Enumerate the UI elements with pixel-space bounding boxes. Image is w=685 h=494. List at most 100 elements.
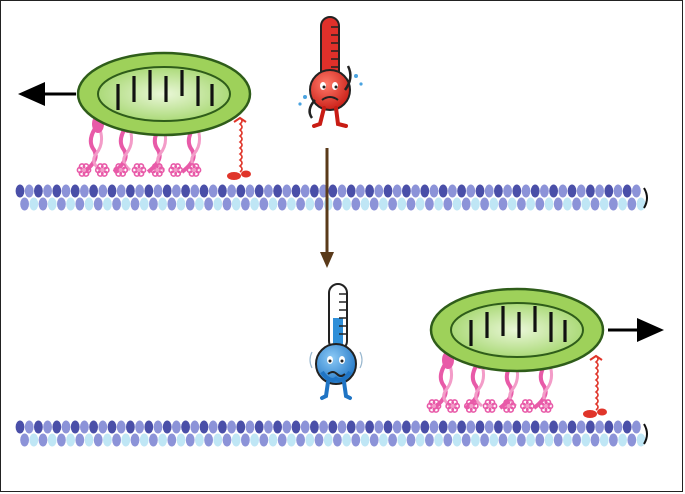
- tubulin-subunit: [512, 420, 522, 434]
- dynein-foot: [241, 170, 251, 178]
- tubulin-subunit: [553, 197, 563, 211]
- tubulin-subunit: [475, 184, 485, 198]
- tubulin-subunit: [411, 184, 420, 198]
- tubulin-subunit: [636, 433, 646, 447]
- tubulin-subunit: [563, 433, 572, 447]
- tubulin-subunit: [84, 197, 94, 211]
- crista-bar: [469, 320, 473, 346]
- tubulin-subunit: [112, 197, 121, 211]
- tubulin-subunit: [328, 420, 338, 434]
- crista-bar: [196, 76, 200, 106]
- tubulin-subunit: [632, 420, 641, 434]
- tubulin-subunit: [204, 433, 214, 447]
- tubulin-subunit: [38, 197, 48, 211]
- tubulin-subunit: [622, 184, 632, 198]
- tubulin-subunit: [80, 184, 89, 198]
- tubulin-subunit: [457, 184, 466, 198]
- temperature-transition-arrow: [320, 148, 334, 268]
- tubulin-subunit: [222, 197, 232, 211]
- tubulin-subunit: [544, 197, 554, 211]
- tubulin-subunit: [236, 420, 246, 434]
- tubulin-subunit: [544, 433, 554, 447]
- tubulin-subunit: [20, 433, 29, 447]
- tubulin-subunit: [365, 184, 374, 198]
- tubulin-subunit: [153, 184, 163, 198]
- kinesin-head: [445, 399, 461, 413]
- tubulin-subunit: [20, 197, 29, 211]
- tubulin-subunit: [43, 420, 52, 434]
- tubulin-subunit: [530, 184, 540, 198]
- tubulin-subunit: [167, 433, 177, 447]
- tubulin-subunit: [489, 197, 499, 211]
- tubulin-subunit: [98, 184, 108, 198]
- tubulin-subunit: [609, 197, 618, 211]
- tubulin-subunit: [218, 420, 227, 434]
- tubulin-subunit: [61, 420, 71, 434]
- tubulin-subunit: [139, 197, 149, 211]
- tubulin-subunit: [139, 433, 149, 447]
- dynein-motor-bottom: [583, 354, 607, 418]
- tubulin-subunit: [586, 420, 595, 434]
- tubulin-subunit: [103, 197, 112, 211]
- tubulin-subunit: [29, 433, 39, 447]
- tubulin-subunit: [549, 184, 558, 198]
- tubulin-subunit: [342, 433, 351, 447]
- tubulin-subunit: [208, 184, 218, 198]
- tubulin-subunit: [471, 433, 480, 447]
- kinesin-head: [519, 399, 535, 413]
- tubulin-subunit: [162, 184, 172, 198]
- tubulin-subunit: [351, 433, 361, 447]
- crista-bar: [517, 312, 521, 338]
- tubulin-subunit: [181, 184, 191, 198]
- mitochondrion-cargo-top: [76, 51, 252, 180]
- tubulin-subunit: [517, 197, 526, 211]
- tubulin-subunit: [144, 184, 154, 198]
- tubulin-subunit: [480, 197, 489, 211]
- mitochondrion-cargo-bottom: [426, 287, 607, 418]
- tubulin-subunit: [567, 184, 577, 198]
- tubulin-subunit: [185, 433, 195, 447]
- tubulin-subunit: [273, 184, 282, 198]
- tubulin-subunit: [61, 184, 71, 198]
- crista-bar: [180, 70, 184, 96]
- tubulin-subunit: [632, 184, 641, 198]
- tubulin-subunit: [540, 420, 549, 434]
- tubulin-subunit: [24, 184, 34, 198]
- tubulin-subunit: [521, 184, 531, 198]
- tubulin-subunit: [208, 420, 218, 434]
- tubulin-subunit: [590, 433, 600, 447]
- tubulin-subunit: [190, 184, 200, 198]
- tubulin-subunit: [512, 184, 522, 198]
- tubulin-subunit: [47, 197, 57, 211]
- tubulin-subunit: [236, 184, 246, 198]
- tubulin-subunit: [351, 197, 361, 211]
- tubulin-subunit: [425, 197, 434, 211]
- dynein-foot: [597, 408, 607, 416]
- tubulin-subunit: [613, 184, 623, 198]
- tubulin-subunit: [572, 197, 581, 211]
- kinesin-head: [463, 399, 479, 413]
- tubulin-subunit: [222, 433, 232, 447]
- tubulin-subunit: [333, 197, 342, 211]
- tubulin-subunit: [438, 420, 448, 434]
- tubulin-subunit: [475, 420, 485, 434]
- tubulin-subunit: [167, 197, 177, 211]
- crista-bar: [485, 312, 489, 338]
- tubulin-subunit: [356, 420, 365, 434]
- tubulin-subunit: [254, 420, 264, 434]
- tubulin-subunit: [259, 197, 269, 211]
- tubulin-subunit: [310, 420, 319, 434]
- crista-bar: [549, 312, 553, 342]
- tubulin-subunit: [609, 433, 618, 447]
- tubulin-subunit: [291, 184, 301, 198]
- tubulin-subunit: [328, 184, 338, 198]
- tubulin-subunit: [406, 197, 416, 211]
- tubulin-subunit: [213, 433, 223, 447]
- tubulin-subunit: [581, 433, 591, 447]
- tubulin-subunit: [429, 420, 439, 434]
- tubulin-subunit: [374, 184, 384, 198]
- kinesin-stalk: [474, 359, 485, 408]
- tubulin-subunit: [231, 197, 241, 211]
- cristae: [469, 306, 567, 346]
- tubulin-subunit: [98, 420, 108, 434]
